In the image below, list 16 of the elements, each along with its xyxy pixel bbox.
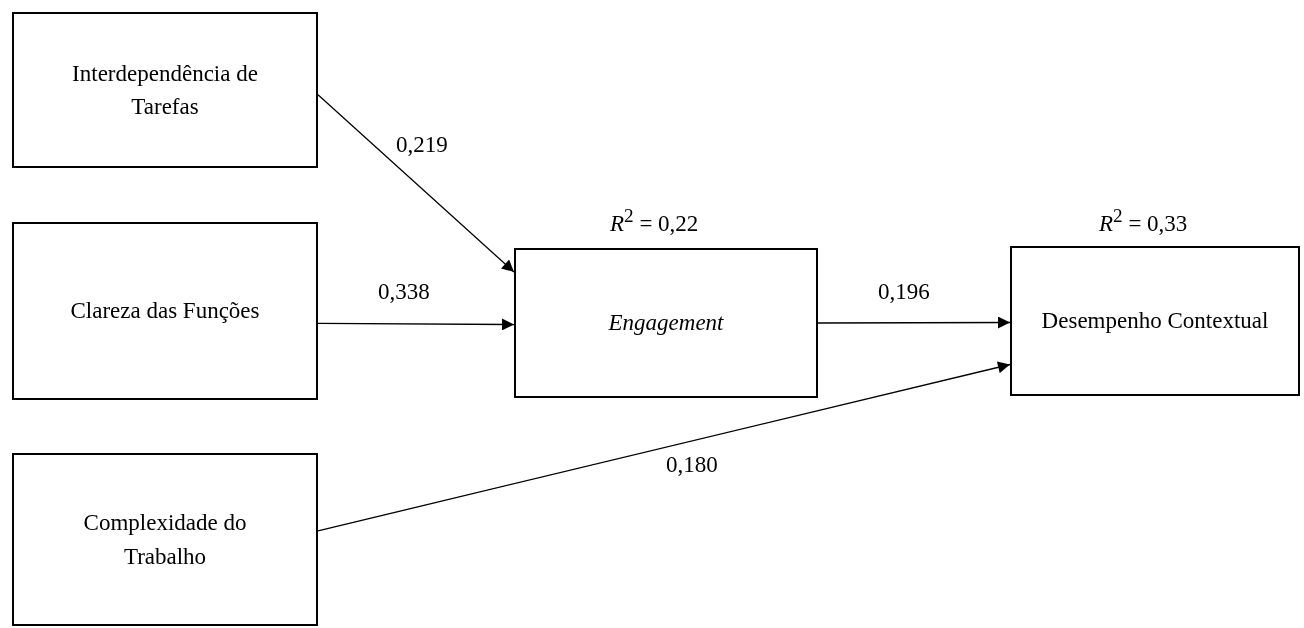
- variable-box: [12, 12, 318, 168]
- variable-box: [12, 453, 318, 626]
- variable-box: [1010, 246, 1300, 396]
- node-label: Engagement: [607, 309, 725, 338]
- node-label: Clareza das Funções: [69, 297, 261, 326]
- r-squared-label: R$^{2}$ = 0,22: [610, 205, 699, 237]
- arrow: [817, 316, 1011, 329]
- node-label: Complexidade do Trabalho: [82, 509, 248, 571]
- arrow: [317, 361, 1011, 532]
- node-label: Desempenho Contextual: [1040, 307, 1270, 336]
- variable-box: [514, 248, 818, 398]
- r-squared-label: R$^{2}$ = 0,33: [1099, 205, 1188, 237]
- node-label: Interdependência de Tarefas: [71, 59, 259, 121]
- arrow: [317, 94, 515, 273]
- variable-box: [12, 222, 318, 400]
- arrow: [317, 318, 515, 331]
